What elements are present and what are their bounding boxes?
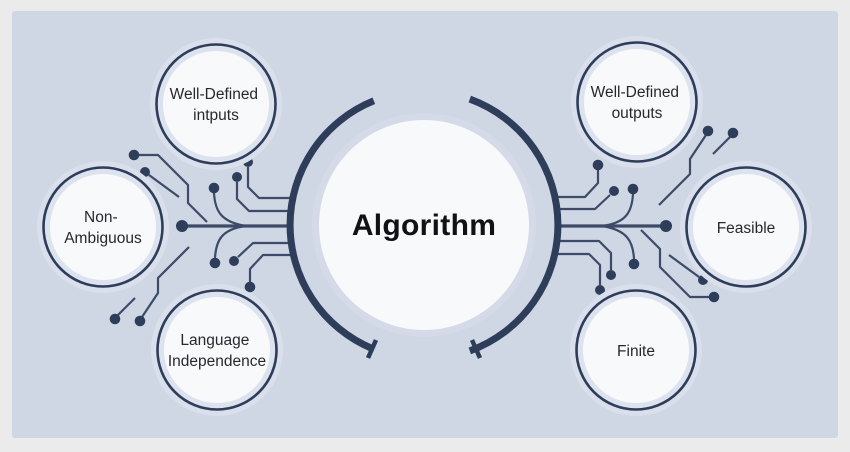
center-title: Algorithm: [352, 209, 496, 242]
node-finite: Finite: [570, 284, 702, 416]
trace-line: [246, 167, 291, 200]
circuit-dot: [109, 313, 121, 325]
trace-line: [248, 253, 291, 282]
trace-line: [235, 182, 291, 213]
node-circle: [693, 174, 799, 280]
circuit-dot: [209, 257, 221, 269]
node-label: Language Independence: [168, 332, 266, 370]
trace-line: [141, 246, 190, 318]
arc-tick-left: [365, 339, 379, 359]
node-circle: [50, 174, 156, 280]
node-non-ambiguous: Non- Ambiguous: [37, 161, 169, 293]
node-circle: [163, 51, 269, 157]
circuit-dot: [128, 149, 140, 161]
node-label: Well-Defined intputs: [170, 86, 263, 124]
node-label: Non- Ambiguous: [64, 209, 142, 247]
center-node: Algorithm: [286, 95, 562, 359]
circuit-dot: [134, 315, 146, 327]
circuit-dot: [232, 172, 242, 182]
node-circle: [583, 297, 689, 403]
arc-tick-right: [469, 339, 483, 359]
center-arc-left: [286, 97, 376, 352]
circuit-dot: [208, 182, 220, 194]
trace-line: [213, 224, 247, 259]
node-label: Finite: [617, 343, 655, 360]
center-arc-right: [468, 95, 562, 355]
node-label: Well-Defined outputs: [591, 84, 684, 122]
trace-line: [212, 192, 247, 228]
node-well-defined-outputs: Well-Defined outputs: [571, 36, 703, 168]
node-label: Feasible: [717, 220, 776, 237]
node-well-defined-inputs: Well-Defined intputs: [150, 38, 282, 170]
trace-line: [117, 297, 136, 316]
circuit-traces-left: [109, 149, 292, 327]
trace-line: [148, 174, 180, 198]
node-circle: [584, 49, 690, 155]
trace-line: [139, 153, 208, 223]
circuit-dot: [244, 281, 256, 293]
circuit-dot: [176, 220, 188, 232]
trace-line: [237, 241, 291, 258]
circuit-dot: [229, 256, 239, 266]
node-feasible: Feasible: [680, 161, 812, 293]
node-language-independence: Language Independence: [151, 284, 283, 416]
node-circle: [164, 297, 270, 403]
center-circle: [319, 120, 529, 330]
